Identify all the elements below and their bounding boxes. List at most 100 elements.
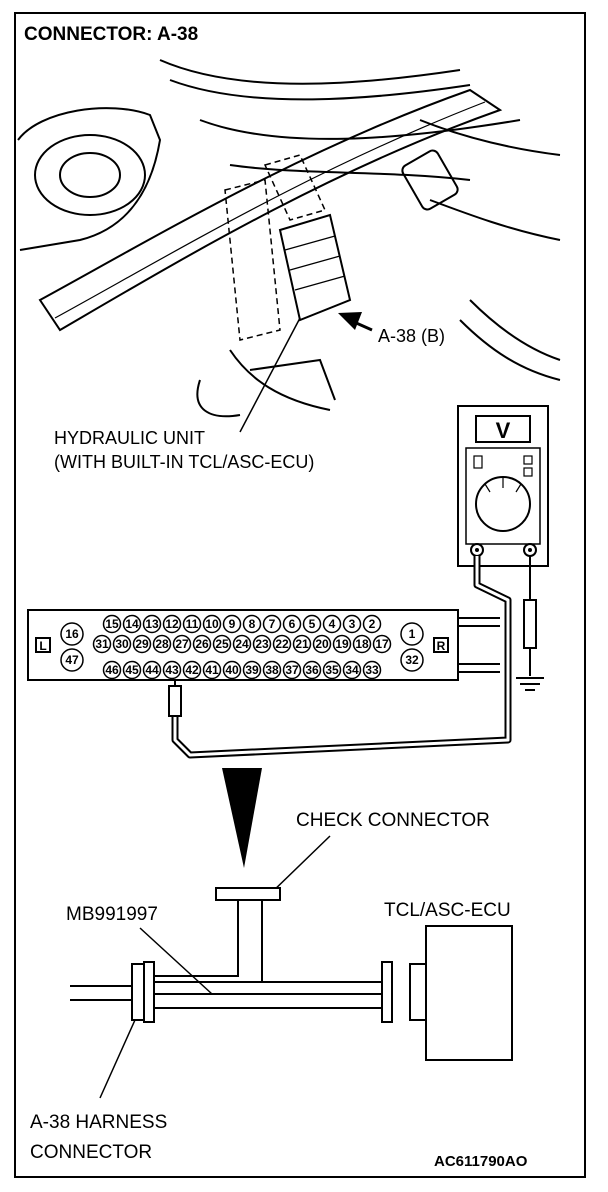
- connector-pin-23: [252, 634, 272, 654]
- connector-pin-3: [342, 614, 362, 634]
- connector-pin-label: 36: [305, 663, 319, 677]
- connector-pin-label: 8: [249, 617, 256, 631]
- connector-pin-label: 3: [349, 617, 356, 631]
- ecu-box: [425, 925, 513, 1061]
- engine-bay-illustration: [17, 59, 561, 433]
- connector-pin-label: 43: [165, 663, 179, 677]
- connector-pin-label: 29: [135, 637, 149, 651]
- connector-pin-label: 18: [355, 637, 369, 651]
- voltmeter-symbol: V: [496, 418, 511, 443]
- hydraulic-unit-label: HYDRAULIC UNIT: [54, 428, 205, 448]
- connector-pin-label: 6: [289, 617, 296, 631]
- connector-pin-8: [242, 614, 262, 634]
- connector-pin-9: [222, 614, 242, 634]
- connector-pin-31: [92, 634, 112, 654]
- probe-leads: [168, 556, 544, 759]
- connector-right-tag: R: [437, 639, 446, 653]
- check-connector: [215, 887, 281, 901]
- connector-pin-25: [212, 634, 232, 654]
- connector-pin-35: [322, 660, 342, 680]
- connector-pin-label: 38: [265, 663, 279, 677]
- harness-connector-right: [381, 961, 393, 1023]
- connector-pin-label: 47: [65, 653, 79, 667]
- connector-pin-15: [102, 614, 122, 634]
- connector-pin-24: [232, 634, 252, 654]
- connector-pin-label: 33: [365, 663, 379, 677]
- connector-pin-46: [102, 660, 122, 680]
- connector-pin-20: [312, 634, 332, 654]
- connector-pin-18: [352, 634, 372, 654]
- connector-pin-21: [292, 634, 312, 654]
- connector-pin-label: 17: [375, 637, 389, 651]
- connector-pin-label: 23: [255, 637, 269, 651]
- connector-pin-label: 22: [275, 637, 289, 651]
- connector-pin-label: 41: [205, 663, 219, 677]
- connector-pin-26: [192, 634, 212, 654]
- connector-pin-label: 25: [215, 637, 229, 651]
- connector-pin-label: 5: [309, 617, 316, 631]
- connector-pin-label: 15: [105, 617, 119, 631]
- connector-pin-29: [132, 634, 152, 654]
- connector-pin-36: [302, 660, 322, 680]
- connector-pin-label: 14: [125, 617, 139, 631]
- connector-pin-label: 46: [105, 663, 119, 677]
- hydraulic-unit-sublabel: (WITH BUILT-IN TCL/ASC-ECU): [54, 452, 314, 472]
- connector-pin-37: [282, 660, 302, 680]
- connector-pin-label: 39: [245, 663, 259, 677]
- connector-pin-34: [342, 660, 362, 680]
- connector-pin-22: [272, 634, 292, 654]
- connector-pin-2: [362, 614, 382, 634]
- connector-pin-19: [332, 634, 352, 654]
- connector-pin-label: 12: [165, 617, 179, 631]
- connector-pin-label: 42: [185, 663, 199, 677]
- connector-pin-39: [242, 660, 262, 680]
- connector-pin-label: 9: [229, 617, 236, 631]
- connector-pin-label: 13: [145, 617, 159, 631]
- test-harness: [70, 835, 513, 1099]
- connector-pin-label: 45: [125, 663, 139, 677]
- connector-pin-14: [122, 614, 142, 634]
- connector-pin-label: 37: [285, 663, 299, 677]
- connector-pin-38: [262, 660, 282, 680]
- ecu-label: TCL/ASC-ECU: [384, 900, 511, 921]
- connector-pin-label: 30: [115, 637, 129, 651]
- connector-pin-label: 11: [186, 617, 199, 631]
- connector-pin-label: 24: [235, 637, 249, 651]
- connector-pin-47: [60, 648, 84, 672]
- connector-left-tag: L: [39, 639, 46, 653]
- tool-label: MB991997: [66, 904, 158, 925]
- connector-pin-41: [202, 660, 222, 680]
- connector-pin-17: [372, 634, 392, 654]
- connector-pin-label: 21: [295, 637, 309, 651]
- connector-pin-27: [172, 634, 192, 654]
- figure-title: CONNECTOR: A-38: [24, 24, 198, 45]
- connector-pin-5: [302, 614, 322, 634]
- connector-pin-label: 2: [369, 617, 376, 631]
- connector-pin-12: [162, 614, 182, 634]
- connector-pin-30: [112, 634, 132, 654]
- connector-pin-11: [182, 614, 202, 634]
- connector-pin-label: 34: [345, 663, 359, 677]
- connector-pin-label: 16: [65, 627, 79, 641]
- connector-pin-label: 27: [175, 637, 189, 651]
- connector-pin-10: [202, 614, 222, 634]
- voltmeter: V: [457, 405, 549, 567]
- connector-pin-28: [152, 634, 172, 654]
- connector-callout-label: A-38 (B): [378, 326, 445, 346]
- connector-pin-1: [400, 622, 424, 646]
- connector-pin-4: [322, 614, 342, 634]
- connector-pin-label: 35: [325, 663, 339, 677]
- harness-connector-sublabel: CONNECTOR: [30, 1142, 152, 1163]
- connector-pin-42: [182, 660, 202, 680]
- connector-pin-label: 32: [405, 653, 419, 667]
- check-connector-label: CHECK CONNECTOR: [296, 810, 490, 831]
- connector-pin-label: 44: [145, 663, 159, 677]
- connector-pin-13: [142, 614, 162, 634]
- connector-pin-43: [162, 660, 182, 680]
- connector-pin-label: 40: [225, 663, 239, 677]
- down-pointer-arrow: [222, 768, 262, 868]
- connector-pin-label: 10: [205, 617, 219, 631]
- connector-pin-label: 20: [315, 637, 329, 651]
- connector-pin-33: [362, 660, 382, 680]
